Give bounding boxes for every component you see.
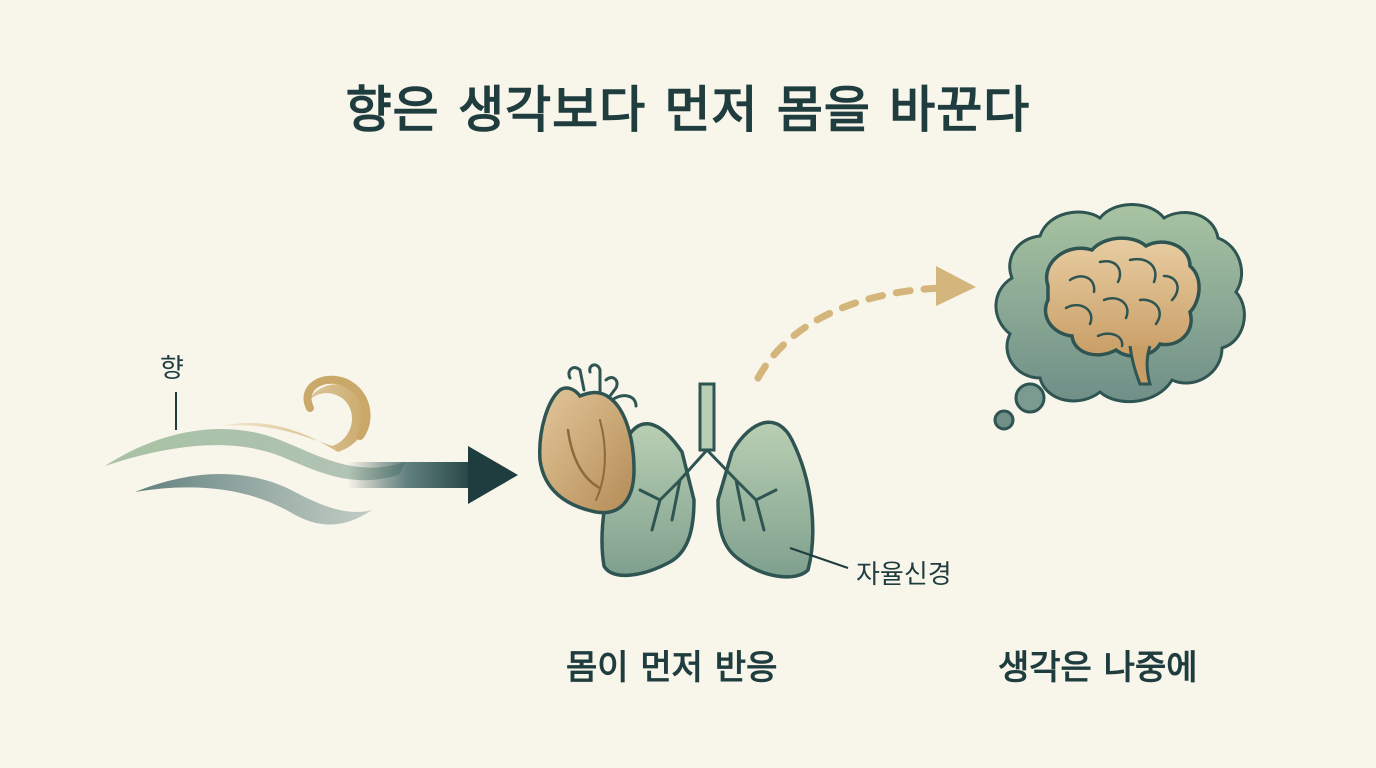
- flow-arrow: [348, 446, 518, 504]
- scent-wave-slate: [135, 474, 372, 525]
- brain-illustration: [1043, 236, 1201, 386]
- heart-illustration: [538, 363, 638, 515]
- body-first-caption: 몸이 먼저 반응: [566, 648, 778, 688]
- scent-label: 향: [160, 354, 184, 384]
- diagram-title: 향은 생각보다 먼저 몸을 바꾼다: [345, 81, 1031, 139]
- dashed-arrow: [754, 266, 976, 382]
- autonomic-nerve-label: 자율신경: [856, 560, 952, 590]
- autonomic-pointer-line: [789, 547, 849, 569]
- scent-wave-sage: [105, 428, 405, 481]
- thought-later-caption: 생각은 나중에: [998, 648, 1198, 688]
- scent-waves: [105, 375, 405, 525]
